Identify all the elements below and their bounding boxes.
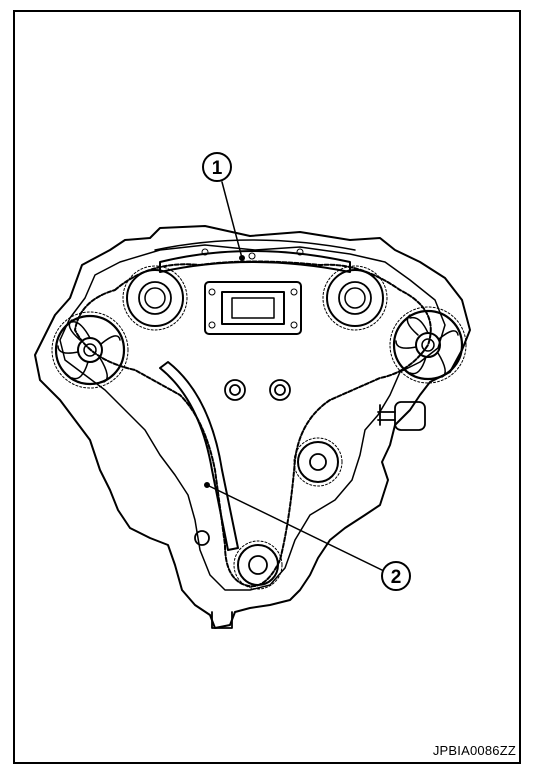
leader-dot-2 [204,482,210,488]
callout-1: 1 [202,152,232,182]
figure-code: JPBIA0086ZZ [432,743,516,758]
right-camshaft-sprocket [322,265,388,331]
leader-dot-1 [239,255,245,261]
idler-sprocket [293,437,343,487]
left-exhaust-sprocket [51,311,129,389]
block-bosses [224,379,291,401]
upper-chain-guide-top-rail [154,239,356,251]
crankshaft-sprocket [233,540,283,590]
callout-2-label: 2 [391,567,402,588]
left-camshaft-sprocket [122,265,188,331]
slack-chain-guide [159,361,239,551]
chain-tensioner [377,401,426,431]
timing-chain [74,260,432,588]
right-exhaust-sprocket [389,306,467,384]
callout-2: 2 [381,561,411,591]
crank-nose [211,611,233,629]
center-cover-plate [204,281,302,335]
leader-line-1 [221,181,243,259]
leader-line-2 [206,484,385,572]
lower-pivot-bolt [194,530,210,546]
callout-1-label: 1 [212,158,223,179]
guide-bolt-right [296,248,304,256]
front-cover-lip [59,244,446,591]
guide-bolt-left [201,248,209,256]
guide-bolt-mid [248,252,256,260]
engine-block-outline [34,225,471,629]
